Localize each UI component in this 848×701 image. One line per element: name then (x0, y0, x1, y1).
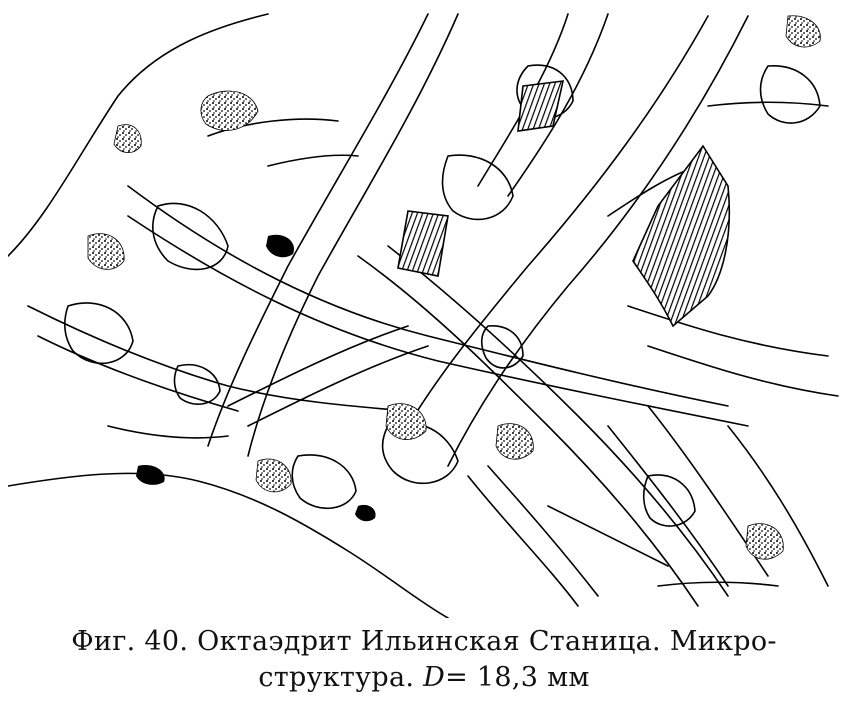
caption-line-2-prefix: структура. (258, 662, 415, 693)
figure-caption: Фиг. 40. Октаэдрит Ильинская Станица. Ми… (0, 624, 848, 696)
caption-line-1: Фиг. 40. Октаэдрит Ильинская Станица. Ми… (71, 626, 777, 657)
micrograph-illustration (8, 13, 839, 618)
micrograph-figure (8, 6, 840, 618)
caption-line-2: структура. D= 18,3 мм (0, 660, 848, 696)
caption-line-2-variable: D (423, 662, 446, 693)
caption-line-2-suffix: = 18,3 мм (445, 662, 590, 693)
